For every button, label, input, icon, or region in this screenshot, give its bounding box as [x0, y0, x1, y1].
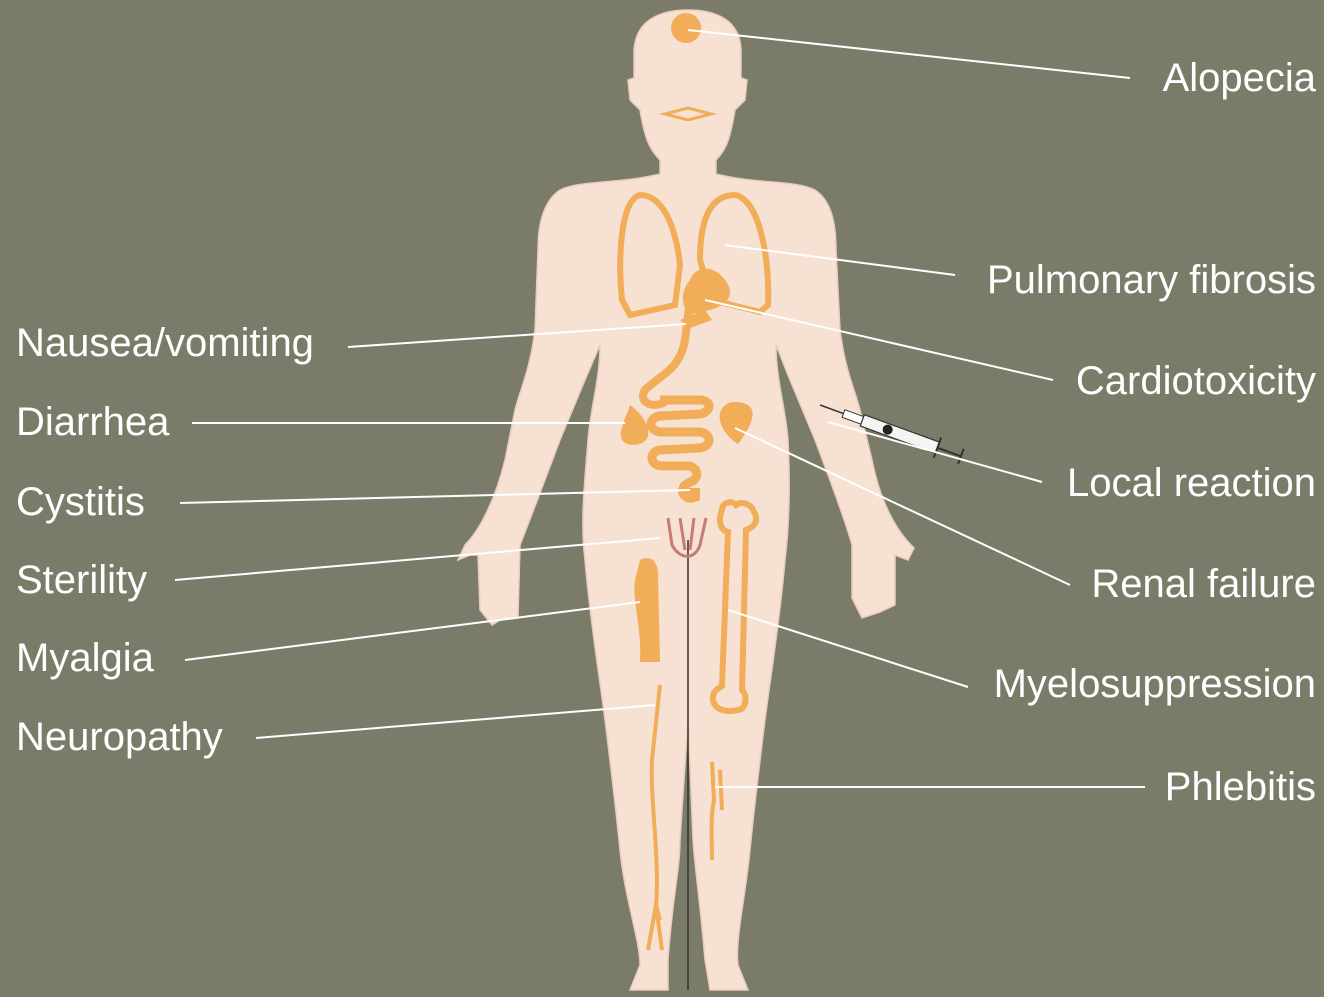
leader-neuropathy	[256, 705, 655, 738]
label-diarrhea: Diarrhea	[16, 400, 169, 444]
leader-alopecia	[688, 30, 1130, 78]
label-myelosuppression: Myelosuppression	[994, 662, 1316, 706]
label-cardiotoxicity: Cardiotoxicity	[1076, 359, 1316, 403]
label-cystitis: Cystitis	[16, 480, 145, 524]
label-phlebitis: Phlebitis	[1165, 765, 1316, 809]
label-neuropathy: Neuropathy	[16, 715, 223, 759]
label-myalgia: Myalgia	[16, 636, 154, 680]
label-local-reaction: Local reaction	[1067, 461, 1316, 505]
label-nausea-vomiting: Nausea/vomiting	[16, 321, 314, 365]
label-renal-failure: Renal failure	[1091, 562, 1316, 606]
label-pulmonary-fibrosis: Pulmonary fibrosis	[987, 258, 1316, 302]
leader-myalgia	[185, 602, 640, 660]
label-sterility: Sterility	[16, 558, 147, 602]
label-alopecia: Alopecia	[1163, 56, 1316, 100]
